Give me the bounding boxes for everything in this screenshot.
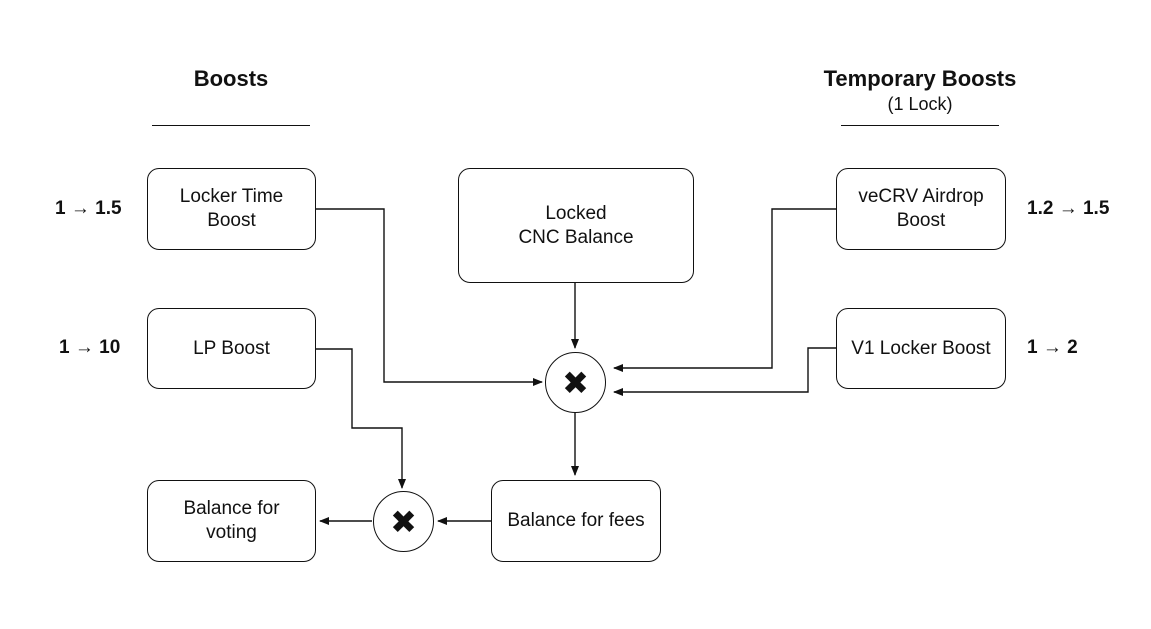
temporary-boosts-heading-rule xyxy=(841,125,999,126)
arrow-locker-time-to-multiply xyxy=(316,208,543,386)
balance-for-voting-label-line1: Balance for xyxy=(183,498,280,519)
locker-time-boost-factor: 1 → 1.5 xyxy=(55,198,122,219)
balance-for-fees-node: Balance for fees xyxy=(491,480,661,562)
balance-for-fees-label: Balance for fees xyxy=(507,510,645,531)
multiply-main-icon: ✖ xyxy=(545,352,606,413)
locker-time-boost-node: Locker Time Boost xyxy=(147,168,316,250)
temporary-boosts-subheading: (1 Lock) xyxy=(887,94,953,114)
boosts-heading: Boosts xyxy=(193,66,269,91)
v1-locker-boost-label: V1 Locker Boost xyxy=(851,337,991,359)
vecrv-airdrop-boost-label-line1: veCRV Airdrop xyxy=(858,186,984,207)
locked-cnc-balance-node: Locked CNC Balance xyxy=(458,168,694,283)
arrow-lp-boost-to-voting-multiply xyxy=(316,348,406,489)
vecrv-airdrop-boost-factor: 1.2 → 1.5 xyxy=(1027,198,1110,219)
v1-locker-boost-node: V1 Locker Boost xyxy=(836,308,1006,389)
balance-for-voting-node: Balance for voting xyxy=(147,480,316,562)
arrow-v1-locker-to-multiply xyxy=(613,347,836,396)
balance-for-voting-label-line2: voting xyxy=(206,522,257,543)
lp-boost-node: LP Boost xyxy=(147,308,316,389)
multiply-voting-icon: ✖ xyxy=(373,491,434,552)
boosts-heading-rule xyxy=(152,125,310,126)
v1-locker-boost-factor: 1 → 2 xyxy=(1027,337,1078,358)
vecrv-airdrop-boost-node: veCRV Airdrop Boost xyxy=(836,168,1006,250)
locker-time-boost-label-line2: Boost xyxy=(207,210,256,231)
locked-cnc-balance-label-line2: CNC Balance xyxy=(518,226,634,248)
lp-boost-label: LP Boost xyxy=(193,337,270,359)
lp-boost-factor: 1 → 10 xyxy=(59,337,121,358)
arrow-vecrv-to-multiply xyxy=(613,208,836,372)
locker-time-boost-label-line1: Locker Time xyxy=(179,186,284,207)
temporary-boosts-heading: Temporary Boosts xyxy=(823,66,1017,91)
locked-cnc-balance-label-line1: Locked xyxy=(545,202,607,224)
vecrv-airdrop-boost-label-line2: Boost xyxy=(896,210,946,231)
